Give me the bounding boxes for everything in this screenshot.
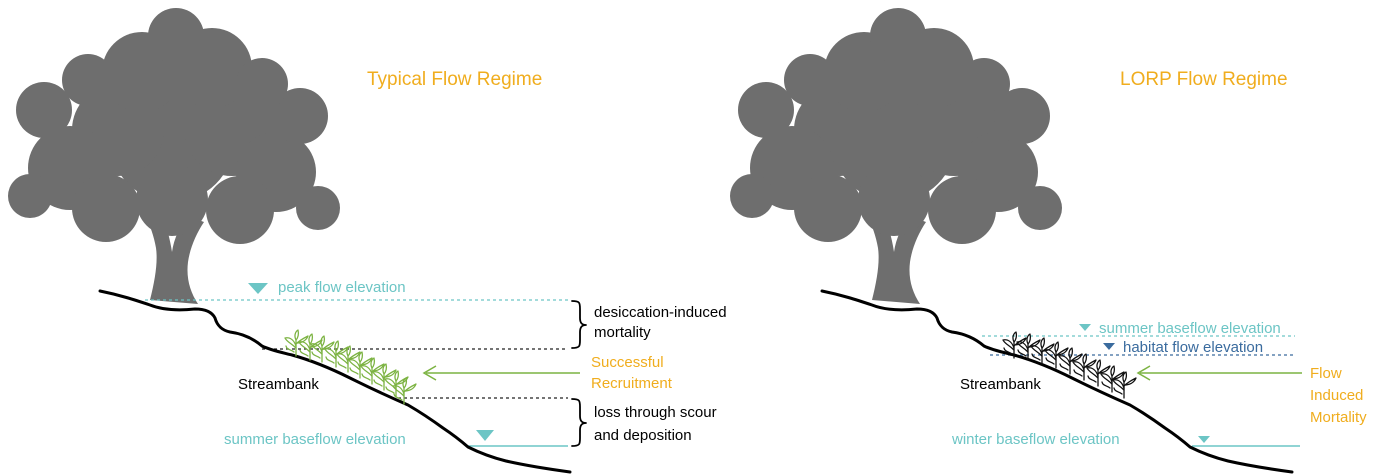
- desiccation-label-line1: desiccation-induced: [594, 304, 727, 321]
- recruitment-label-line1: Successful: [591, 354, 664, 371]
- streambank-left-label: Streambank: [238, 376, 319, 393]
- winter-baseflow-marker-icon: [1198, 436, 1210, 443]
- recruitment-label-line2: Recruitment: [591, 375, 673, 392]
- summer-baseflow-label: summer baseflow elevation: [224, 431, 406, 448]
- habitat-flow-label: habitat flow elevation: [1123, 339, 1263, 356]
- scour-brace-icon: [571, 398, 587, 447]
- desiccation-label-line2: mortality: [594, 324, 651, 341]
- streambank-left: [98, 289, 572, 474]
- summer-baseflow-label-right: summer baseflow elevation: [1099, 320, 1281, 337]
- summer-baseflow-marker-icon: [476, 430, 494, 441]
- habitat-flow-marker-icon: [1103, 343, 1115, 350]
- tree-left-icon: [8, 8, 340, 304]
- left-panel-title: Typical Flow Regime: [367, 69, 542, 90]
- scour-label-line1: loss through scour: [594, 404, 717, 421]
- summer-baseflow-marker-right-icon: [1079, 324, 1091, 331]
- right-panel-title: LORP Flow Regime: [1120, 69, 1288, 90]
- scour-label-line2: and deposition: [594, 427, 692, 444]
- mortality-label-line3: Mortality: [1310, 409, 1367, 426]
- desiccation-brace-icon: [571, 300, 587, 349]
- peak-flow-marker-icon: [248, 283, 268, 294]
- recruitment-arrow-icon: [422, 365, 580, 381]
- right-panel: LORP Flow Regime summer baseflow elevati…: [730, 8, 1367, 474]
- mortality-label-line1: Flow: [1310, 365, 1342, 382]
- winter-baseflow-label: winter baseflow elevation: [951, 431, 1120, 448]
- tree-right-icon: [730, 8, 1062, 304]
- mortality-label-line2: Induced: [1310, 387, 1363, 404]
- mortality-arrow-icon: [1136, 365, 1302, 381]
- streambank-right-label: Streambank: [960, 376, 1041, 393]
- left-panel: Typical Flow Regime peak flow elevation …: [8, 8, 727, 474]
- peak-flow-label: peak flow elevation: [278, 279, 406, 296]
